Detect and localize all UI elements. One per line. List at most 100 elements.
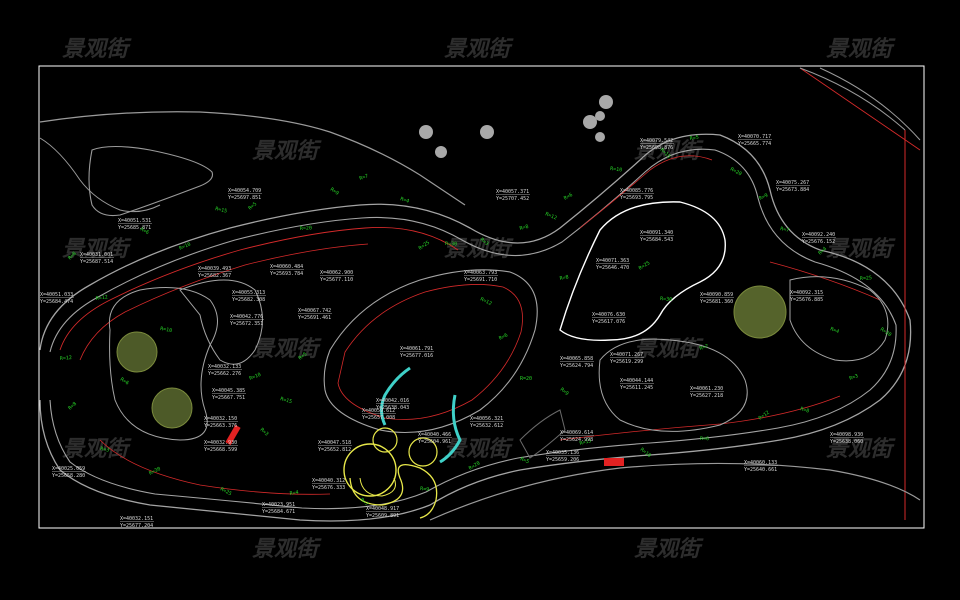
- radius-tag: R=9: [329, 187, 340, 197]
- radius-tag: R=30: [660, 296, 673, 303]
- radius-tag: R=7: [780, 226, 790, 234]
- coordinate-y: Y=25632.612: [470, 423, 503, 429]
- coordinate-y: Y=25640.661: [744, 467, 777, 473]
- radius-tag: R=15: [215, 206, 228, 215]
- radius-tag: R=10: [610, 166, 623, 173]
- drawing-frame: [38, 65, 925, 529]
- boulder: [419, 125, 433, 139]
- coordinate-y: Y=25682.367: [198, 273, 231, 279]
- coordinate-x: X=40060.133: [744, 460, 777, 466]
- radius-tag: R=10: [639, 447, 652, 459]
- boulder: [583, 115, 597, 129]
- coordinate-x: X=40071.363: [596, 258, 629, 264]
- coordinate-y: Y=25693.795: [620, 195, 653, 201]
- coordinate-y: Y=25659.206: [546, 457, 579, 463]
- coordinate-x: X=40062.900: [320, 270, 353, 276]
- radius-tag: R=4: [829, 326, 840, 335]
- coordinate-y: Y=25672.351: [230, 321, 263, 327]
- watermark-text: 景观街: [826, 37, 896, 62]
- contour-line: [559, 395, 841, 441]
- watermark-text: 景观街: [634, 537, 704, 562]
- coordinate-x: X=40085.776: [620, 188, 653, 194]
- coordinate-y: Y=25624.998: [560, 437, 593, 443]
- radius-tag: R=10: [160, 326, 173, 334]
- coordinate-y: Y=25646.470: [596, 265, 629, 271]
- coordinate-y: Y=25698.876: [640, 145, 673, 151]
- plot-loop: [179, 279, 263, 365]
- radius-tag: R=10: [249, 372, 262, 382]
- coordinate-x: X=40075.267: [776, 180, 809, 186]
- coordinate-y: Y=25657.008: [362, 415, 395, 421]
- contour-line: [59, 227, 459, 351]
- coordinate-x: X=40045.385: [212, 388, 245, 394]
- coordinate-y: Y=25652.812: [318, 447, 351, 453]
- coordinate-y: Y=25667.751: [212, 395, 245, 401]
- radius-tag: R=9: [559, 387, 570, 397]
- plot-loop: [598, 338, 748, 432]
- coordinate-y: Y=25663.376: [204, 423, 237, 429]
- radius-tag: R=3: [259, 427, 270, 438]
- red-marker: [225, 424, 241, 446]
- coordinate-y: Y=25619.299: [610, 359, 643, 365]
- coordinate-y: Y=25684.474: [40, 299, 73, 305]
- coordinate-x: X=40090.859: [700, 292, 733, 298]
- coordinate-y: Y=25673.884: [776, 187, 809, 193]
- radius-tag: R=6: [139, 227, 150, 237]
- coordinate-x: X=40031.001: [80, 252, 113, 258]
- coordinate-x: X=40067.742: [298, 308, 331, 314]
- central-plot: [323, 269, 538, 434]
- radius-tag: R=30: [148, 466, 161, 477]
- radius-tag: R=8: [67, 401, 78, 412]
- radius-tag: R=12: [95, 294, 108, 302]
- radius-tag: R=20: [520, 376, 532, 382]
- radius-tag: R=25: [860, 275, 872, 282]
- water-channel: [380, 366, 411, 426]
- coordinate-x: X=40079.542: [640, 138, 673, 144]
- watermark-text: 景观街: [252, 337, 322, 362]
- contour-line: [799, 67, 921, 151]
- coordinate-y: Y=25677.110: [320, 277, 353, 283]
- road-outline: [39, 137, 161, 213]
- watermark-text: 景观街: [826, 437, 896, 462]
- coordinate-y: Y=25627.218: [690, 393, 723, 399]
- coordinate-y: Y=25684.671: [262, 509, 295, 515]
- coordinate-y: Y=25677.204: [120, 523, 153, 529]
- coordinate-x: X=40023.951: [262, 502, 295, 508]
- radius-tag: R=12: [544, 211, 557, 221]
- coordinate-x: X=40025.059: [52, 466, 85, 472]
- contour-line: [99, 439, 331, 495]
- watermark-text: 景观街: [62, 237, 132, 262]
- radius-tag: R=4: [399, 196, 409, 204]
- radius-tag: R=4: [289, 489, 299, 496]
- water-channel: [439, 394, 462, 464]
- coordinate-x: X=40061.791: [400, 346, 433, 352]
- contour-line: [579, 155, 713, 229]
- radius-tag: R=12: [479, 296, 492, 307]
- watermark-text: 景观街: [252, 537, 322, 562]
- coordinate-x: X=40032.150: [204, 416, 237, 422]
- coordinate-x: X=40047.518: [318, 440, 351, 446]
- road-outline: [519, 409, 566, 459]
- watermark-text: 景观街: [252, 139, 322, 164]
- plot-loop: [108, 287, 218, 441]
- radius-tag: R=25: [638, 260, 651, 271]
- radius-tag: R=10: [178, 241, 191, 251]
- radius-tag: R=6: [700, 436, 709, 442]
